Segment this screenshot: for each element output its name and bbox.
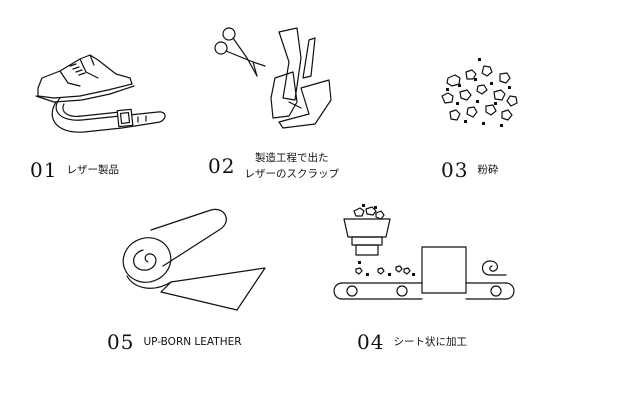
step-label: 製造工程で出た レザーのスクラップ [244, 150, 339, 182]
step-label: UP-BORN LEATHER [143, 336, 242, 348]
step-05: 05 UP-BORN LEATHER [107, 330, 242, 354]
leather-roll-icon [115, 208, 285, 318]
step-label: 粉砕 [477, 164, 499, 176]
processing-machine-drawing [333, 204, 515, 300]
step-label: レザー製品 [66, 164, 119, 176]
crushed-pieces-drawing [441, 58, 518, 127]
step-number: 04 [357, 330, 385, 354]
step-02: 02 製造工程で出た レザーのスクラップ [208, 150, 339, 182]
scissors-scraps-drawing [214, 27, 332, 129]
step-number: 03 [441, 158, 469, 182]
shoe-and-belt-drawing [35, 54, 166, 133]
step-01: 01 レザー製品 [30, 158, 119, 182]
crushed-pieces-icon [438, 56, 528, 136]
step-04: 04 シート状に加工 [357, 330, 467, 354]
processing-machine-icon [330, 203, 520, 313]
step-label-line-2: レザーのスクラップ [244, 168, 339, 180]
step-03: 03 粉砕 [441, 158, 498, 182]
leather-roll-drawing [122, 208, 266, 311]
step-label: シート状に加工 [393, 336, 467, 348]
step-number: 01 [30, 158, 58, 182]
scissors-scraps-icon [205, 18, 345, 138]
step-number: 02 [208, 154, 236, 178]
shoe-and-belt-icon [20, 38, 170, 138]
step-number: 05 [107, 330, 135, 354]
step-label-line-1: 製造工程で出た [254, 152, 329, 164]
